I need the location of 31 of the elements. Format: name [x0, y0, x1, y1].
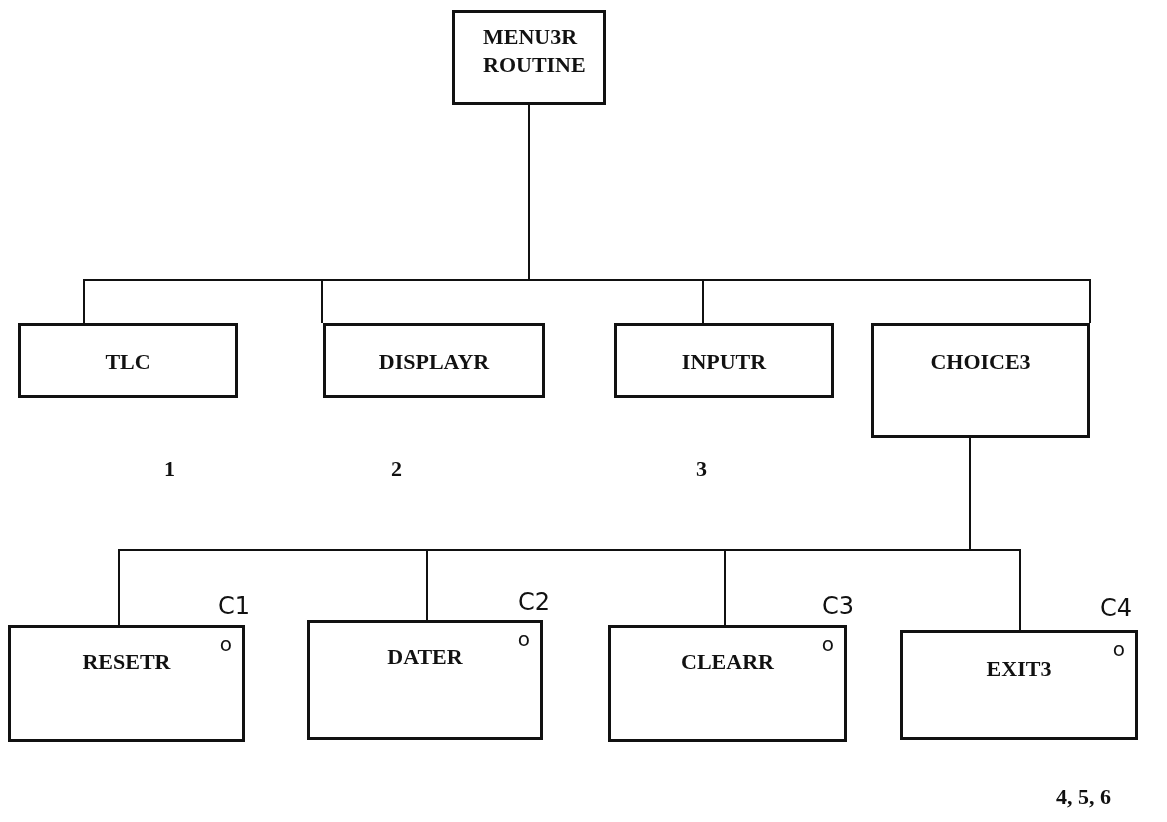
sequence-number: 4, 5, 6	[1056, 784, 1111, 810]
selection-box	[608, 625, 847, 742]
sequence-number: 1	[164, 456, 175, 482]
condition-label: C2	[518, 588, 551, 616]
condition-label: C1	[218, 592, 251, 620]
sequence-number: 2	[391, 456, 402, 482]
box-title: CHOICE3	[929, 348, 1032, 376]
box-title: INPUTR	[680, 348, 768, 376]
process-box	[18, 323, 238, 398]
box-title: DATER	[386, 643, 464, 671]
sequence-number: 3	[696, 456, 707, 482]
box-title: EXIT3	[985, 655, 1053, 683]
process-box	[614, 323, 834, 398]
condition-label: C3	[822, 592, 855, 620]
process-box	[871, 323, 1090, 438]
box-title: TLC	[104, 348, 152, 376]
selection-mark: o	[517, 629, 530, 649]
selection-mark: o	[821, 634, 834, 654]
condition-label: C4	[1100, 594, 1133, 622]
box-title: CLEARR	[680, 648, 775, 676]
process-box	[323, 323, 545, 398]
selection-box	[307, 620, 543, 740]
box-title: RESETR	[81, 648, 172, 676]
selection-mark: o	[219, 634, 232, 654]
selection-mark: o	[1112, 639, 1125, 659]
selection-box	[8, 625, 245, 742]
selection-box	[900, 630, 1138, 740]
process-box	[452, 10, 606, 105]
box-title: DISPLAYR	[377, 348, 491, 376]
connector-line	[969, 437, 1021, 631]
box-title: MENU3R ROUTINE	[482, 23, 587, 78]
